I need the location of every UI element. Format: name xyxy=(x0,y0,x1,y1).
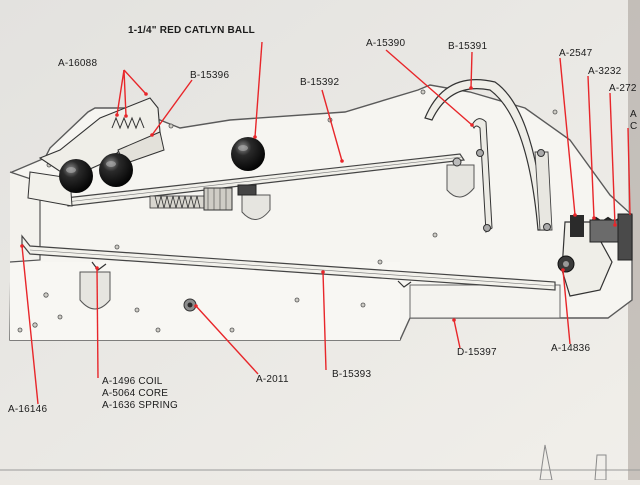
arrow-b15392 xyxy=(321,89,343,162)
curved-guide-b15391 xyxy=(424,79,553,231)
label-a3232: A-3232 xyxy=(588,66,622,77)
arrow-a16088-1 xyxy=(116,69,125,116)
solenoid-assembly xyxy=(557,213,633,297)
arrow-a272 xyxy=(609,92,616,226)
arrow-edge xyxy=(627,127,631,216)
arrow-b15393 xyxy=(322,271,327,371)
arrow-a16088-3 xyxy=(123,69,147,95)
label-a2547: A-2547 xyxy=(559,48,593,59)
arrow-a14836 xyxy=(562,269,571,345)
arrow-coil xyxy=(96,267,99,379)
arrow-ball xyxy=(254,41,263,138)
label-b15392: B-15392 xyxy=(300,77,340,88)
nut-a2011 xyxy=(183,298,197,312)
arrow-b15396 xyxy=(151,79,193,136)
spring-mechanism xyxy=(149,184,257,211)
arrow-heads xyxy=(20,86,617,322)
label-a16088: A-16088 xyxy=(58,58,98,69)
label-a272: A-272 xyxy=(609,83,637,94)
arrow-a2547 xyxy=(559,57,576,216)
arrow-a15390 xyxy=(385,49,473,126)
label-a2011: A-2011 xyxy=(256,374,289,385)
label-ball: 1-1/4" RED CATLYN BALL xyxy=(128,25,255,36)
label-b15393: B-15393 xyxy=(332,369,372,380)
arrow-b15391 xyxy=(470,51,473,89)
plate-slots xyxy=(79,164,475,310)
arrow-a16146 xyxy=(21,245,39,405)
callout-arrows xyxy=(21,41,631,405)
label-a15390: A-15390 xyxy=(366,38,406,49)
label-d15397: D-15397 xyxy=(457,347,497,358)
arrow-a3232 xyxy=(587,75,595,219)
arrow-a2011 xyxy=(195,305,259,375)
label-edge-fragment-a: A xyxy=(630,109,637,120)
lower-rail-b15393 xyxy=(21,234,556,291)
label-edge-fragment-c: C xyxy=(630,121,638,132)
catlyn-balls xyxy=(59,137,265,193)
label-b15396: B-15396 xyxy=(190,70,230,81)
label-coil-group: A-1496 COIL A-5064 CORE A-1636 SPRING xyxy=(102,376,178,411)
arrow-a16088-2 xyxy=(123,69,127,117)
label-a16146: A-16146 xyxy=(8,404,48,415)
hook-a15390 xyxy=(471,118,493,233)
page-edge xyxy=(628,0,640,480)
arrow-d15397 xyxy=(453,319,461,349)
rivet-holes xyxy=(17,89,558,333)
label-a14836: A-14836 xyxy=(551,343,591,354)
label-b15391: B-15391 xyxy=(448,41,488,52)
